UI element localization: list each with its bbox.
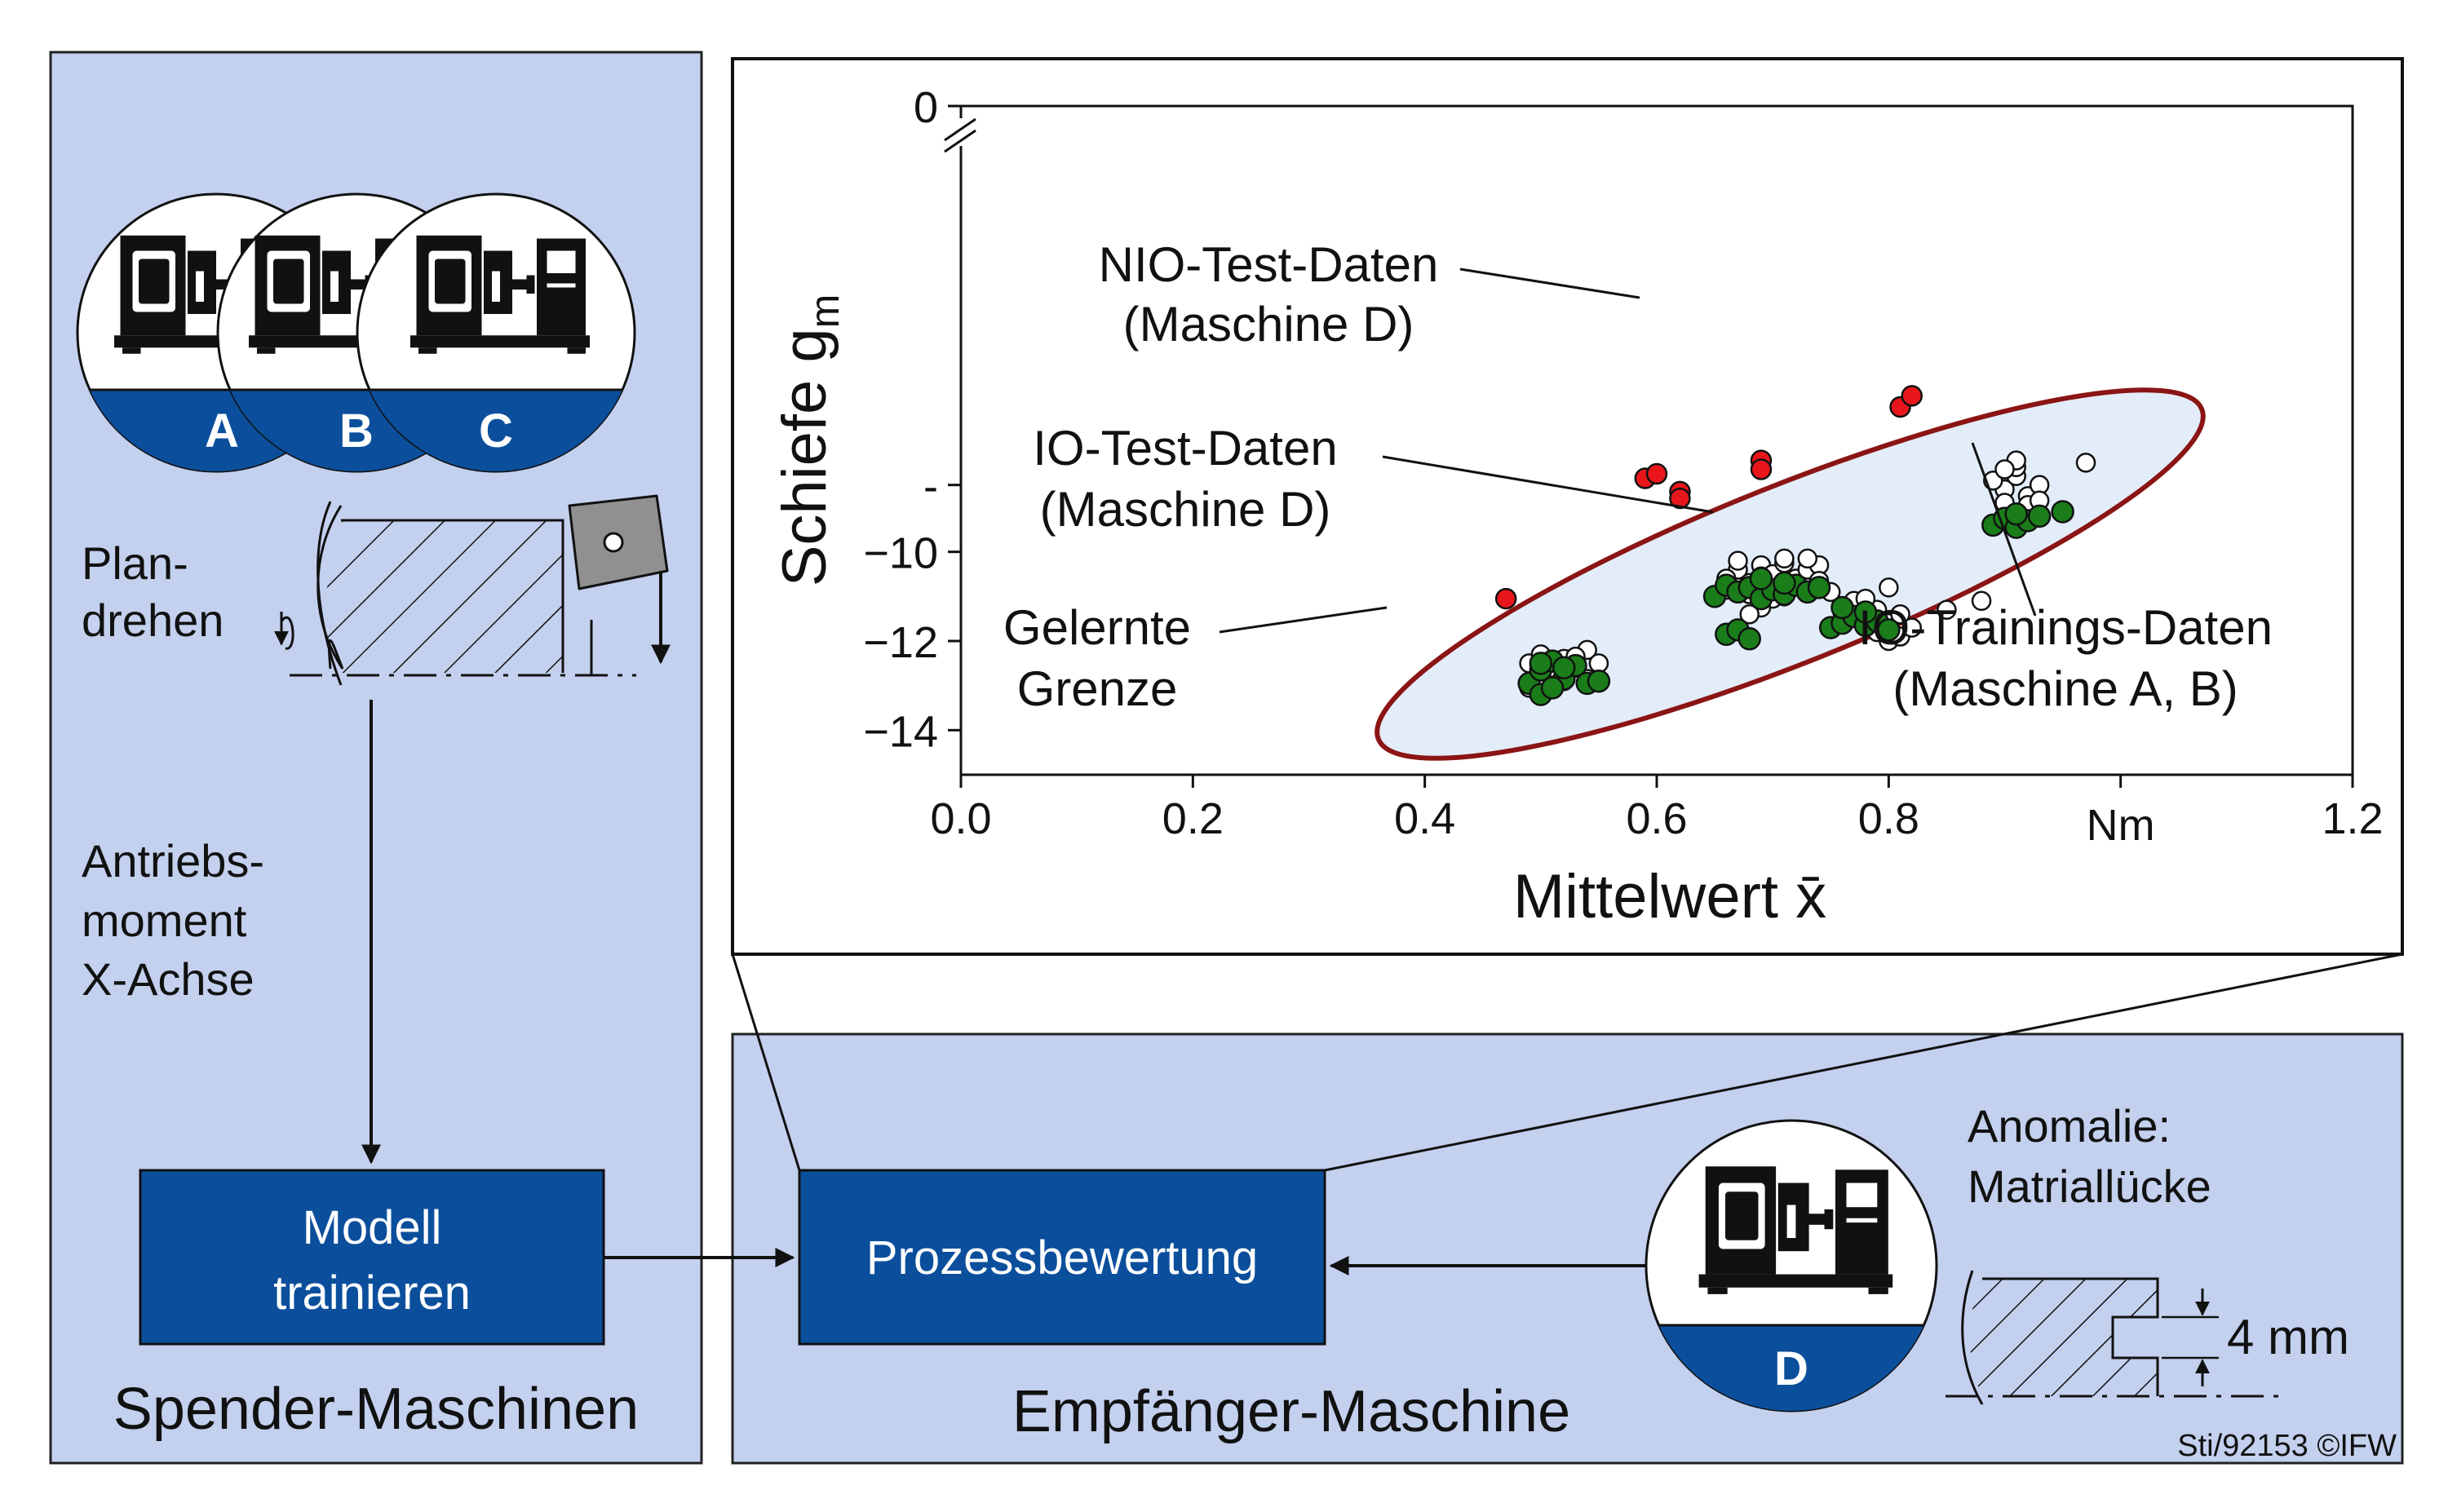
io-test-label-line1: IO-Test-Daten: [1033, 421, 1337, 475]
y-tick-label: −12: [863, 618, 938, 667]
material-gap-sketch: [1946, 1270, 2280, 1405]
rotation-arrow-icon: [274, 612, 294, 650]
machine-c-icon: [410, 235, 590, 354]
boundary-leader: [1219, 606, 1388, 634]
machine-a-label: A: [205, 405, 239, 458]
nio-test-point: [1645, 462, 1668, 485]
machine-d-icon: [1698, 1166, 1893, 1294]
train-model-line1: Modell: [303, 1201, 442, 1254]
receiver-caption: Empfänger-Maschine: [1012, 1379, 1570, 1444]
io-training-point: [1797, 548, 1818, 569]
x-tick-label: Nm: [2087, 801, 2155, 850]
nio-test-point: [1750, 458, 1773, 480]
io-test-point: [1552, 656, 1576, 680]
machine-d-badge: D: [1645, 1119, 1938, 1413]
x-tick-label: 0.2: [1162, 794, 1224, 843]
io-test-point: [1853, 600, 1878, 624]
io-train-leader: [1971, 442, 2037, 617]
nio-leader: [1459, 267, 1640, 299]
x-tick-label: 0.4: [1394, 794, 1455, 843]
train-model-box: [139, 1169, 605, 1346]
axis-break-icon: [944, 117, 976, 153]
donor-caption: Spender-Maschinen: [113, 1377, 639, 1442]
boundary-label-line1: Gelernte: [1003, 600, 1191, 655]
zoom-connector-right: [1324, 953, 2403, 1172]
y-axis-label: Schiefe gm: [770, 294, 848, 587]
anomaly-label-line2: Matriallücke: [1968, 1161, 2211, 1212]
io-training-point: [1890, 603, 1910, 625]
gap-label: 4 mm: [2227, 1310, 2349, 1364]
boundary-label-line2: Grenze: [1017, 661, 1178, 716]
io-test-point: [1773, 571, 1796, 595]
y-tick-label: −14: [863, 707, 938, 756]
io-test-point: [1807, 576, 1831, 599]
io-test-point: [1738, 627, 1761, 651]
evaluation-box-label: Prozessbewertung: [866, 1231, 1258, 1284]
machine-d-label: D: [1774, 1342, 1808, 1395]
io-test-point: [2027, 504, 2052, 528]
zoom-connector-left: [731, 953, 801, 1171]
signal-label-line2: moment: [82, 895, 247, 946]
facing-sketch: [274, 494, 671, 686]
process-label-line2: drehen: [82, 595, 224, 646]
io-training-point: [2075, 453, 2096, 473]
x-tick-label: 1.2: [2322, 794, 2383, 843]
io-test-point: [1587, 669, 1611, 693]
y-tick-label: -: [923, 462, 938, 511]
io-training-point: [1937, 599, 1957, 620]
io-test-point: [1540, 676, 1565, 700]
anomaly-label-line1: Anomalie:: [1968, 1100, 2171, 1152]
signal-label-line1: Antriebs-: [82, 835, 264, 886]
io-test-point: [1529, 652, 1553, 675]
nio-label-line1: NIO-Test-Daten: [1099, 237, 1439, 292]
cutting-insert-icon: [568, 494, 669, 590]
io-test-point: [2004, 502, 2028, 526]
machine-b-label: B: [339, 405, 374, 458]
machine-c-label: C: [479, 405, 513, 458]
io-training-point: [1739, 603, 1760, 625]
io-test-point: [2051, 500, 2074, 524]
signal-label-line3: X-Achse: [82, 953, 255, 1005]
train-model-line2: trainieren: [273, 1267, 471, 1320]
io-training-point: [1901, 617, 1923, 638]
io-training-point: [1994, 459, 2015, 480]
io-train-label-line2: (Maschine A, B): [1892, 661, 2238, 716]
nio-test-point: [1901, 385, 1923, 407]
y-axis-label-sub: m: [802, 294, 848, 329]
x-tick-label: 0.0: [930, 794, 991, 843]
x-tick-label: 0.6: [1626, 794, 1687, 843]
io-test-leader: [1382, 455, 1714, 514]
y-tick-label: 0: [914, 83, 938, 132]
io-test-point: [1830, 595, 1854, 620]
nio-test-point: [1494, 587, 1517, 610]
process-label-line1: Plan-: [82, 537, 188, 589]
io-test-point: [1877, 618, 1901, 642]
x-tick-label: 0.8: [1858, 794, 1919, 843]
io-training-point: [1879, 577, 1899, 598]
evaluation-box: [798, 1169, 1326, 1346]
io-train-label-line1: IO-Trainings-Daten: [1858, 600, 2273, 655]
y-tick-label: −10: [863, 529, 938, 578]
io-test-point: [1749, 567, 1773, 590]
io-test-label-line2: (Maschine D): [1040, 482, 1331, 537]
scatter-chart: 0.0 0.2 0.4 0.6 0.8 Nm 1.2 0 - −10 −12 −14 Mittelwe…: [770, 83, 2384, 931]
io-training-point: [1971, 590, 1992, 612]
nio-test-point: [1669, 487, 1691, 510]
credit-label: Sti/92153 ©IFW: [2177, 1429, 2397, 1463]
nio-label-line2: (Maschine D): [1123, 297, 1414, 351]
io-training-point: [1728, 550, 1748, 571]
x-axis-label: Mittelwert x̄: [1513, 862, 1826, 931]
io-training-point: [1774, 548, 1795, 569]
y-axis-label-main: Schiefe g: [770, 328, 839, 586]
